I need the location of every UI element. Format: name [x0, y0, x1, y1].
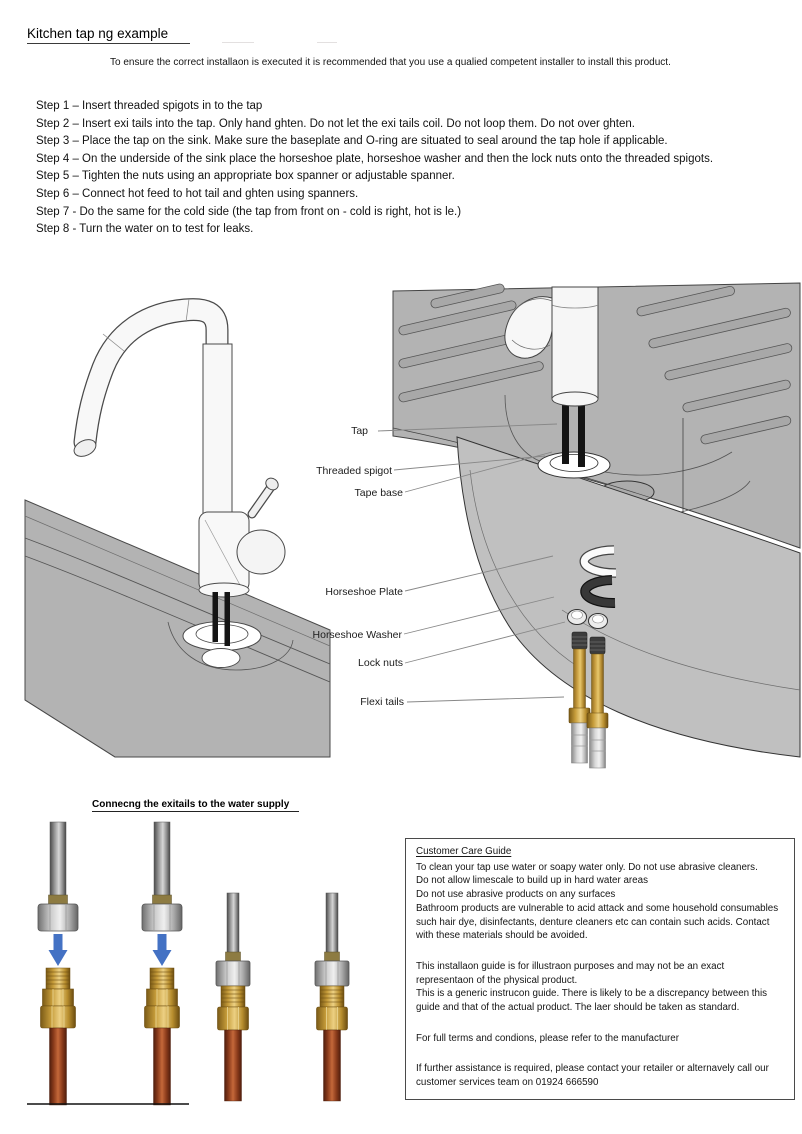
horseshoe-plate [580, 546, 617, 577]
label-flexi-tails: Flexi tails [360, 696, 404, 708]
lock-nuts [567, 609, 608, 629]
installation-steps: Step 1 – Insert threaded spigots in to t… [36, 98, 713, 239]
underside-exploded-illustration [392, 282, 801, 769]
flexi-tail-cold [586, 636, 609, 769]
label-threaded-spigot: Threaded spigot [316, 465, 392, 477]
label-horseshoe-washer: Horseshoe Washer [312, 629, 402, 641]
tap-hole-recess [167, 621, 294, 671]
tape-base-ring [537, 451, 611, 479]
threaded-spigot-right [224, 592, 230, 646]
care-guide-paragraph: This installaon guide is for illustraon … [416, 960, 725, 986]
step-3: Step 3 – Place the tap on the sink. Make… [36, 135, 668, 148]
connection-section-heading: Connecng the exitails to the water suppl… [92, 799, 300, 812]
step-4: Step 4 – On the underside of the sink pl… [36, 152, 714, 165]
label-horseshoe-plate: Horseshoe Plate [325, 586, 403, 598]
sink-underside [456, 436, 801, 758]
step-1: Step 1 – Insert threaded spigots in to t… [36, 100, 263, 112]
spout-tip [73, 439, 97, 457]
tap-lever [248, 483, 275, 518]
gooseneck-spout [74, 299, 228, 453]
pipe-connection-after-1 [215, 892, 251, 1102]
care-guide-heading: Customer Care Guide [416, 846, 512, 857]
tap-column [202, 343, 233, 517]
tap-hole [201, 648, 241, 668]
page-title: Kitchen tap ng example [27, 26, 191, 44]
sink-deck [24, 499, 331, 758]
care-guide-paragraph: To clean your tap use water or soapy wat… [416, 861, 758, 873]
care-guide-paragraph: Do not use abrasive products on any surf… [416, 889, 616, 901]
pipe-connection-before-2 [141, 821, 183, 1106]
horseshoe-washer [581, 576, 616, 607]
label-tap: Tap [351, 425, 368, 437]
second-tap-hole [599, 480, 655, 504]
flexi-tail-hot [568, 631, 591, 764]
lever-knob [265, 477, 279, 491]
threaded-spigot-left [212, 592, 218, 642]
customer-care-guide-box: Customer Care Guide To clean your tap us… [405, 838, 795, 1100]
label-leader-lines [377, 423, 566, 703]
horseshoe-washer-outline [580, 575, 616, 609]
horseshoe-plate-outline [579, 545, 617, 578]
care-guide-paragraph: For full terms and condions, please refe… [416, 1032, 680, 1044]
faint-underline-mark [222, 42, 254, 43]
care-guide-paragraph: Bathroom products are vulnerable to acid… [416, 902, 779, 942]
threaded-spigot-left [562, 402, 569, 464]
label-tape-base: Tape base [354, 487, 403, 499]
drainer-grooves [398, 283, 793, 445]
pipe-connection-illustrations [27, 821, 350, 1106]
drainer-deck [392, 282, 801, 549]
care-guide-paragraph: Do not allow limescale to build up in ha… [416, 875, 648, 887]
tap-on-sink-illustration [24, 298, 331, 758]
tap-cylinder [551, 286, 599, 400]
label-lock-nuts: Lock nuts [358, 657, 403, 669]
threaded-spigot-right [578, 405, 585, 467]
base-washer [182, 621, 262, 651]
intro-text: To ensure the correct installaon is exec… [110, 57, 671, 68]
step-7: Step 7 - Do the same for the cold side (… [36, 205, 462, 218]
mixer-cap [236, 529, 286, 575]
care-guide-paragraph: If further assistance is required, pleas… [416, 1063, 769, 1089]
pipe-connection-after-2 [314, 892, 350, 1102]
tap-body [198, 511, 250, 593]
step-6: Step 6 – Connect hot feed to hot tail an… [36, 187, 359, 200]
spout-outline [73, 298, 229, 454]
step-2: Step 2 – Insert exi tails into the tap. … [36, 117, 635, 130]
pipe-connection-before-1 [37, 821, 79, 1106]
care-guide-paragraph: This is a generic instrucon guide. There… [416, 988, 768, 1014]
step-5: Step 5 – Tighten the nuts using an appro… [36, 170, 455, 183]
step-8: Step 8 - Turn the water on to test for l… [36, 223, 254, 236]
faint-underline-mark [317, 42, 337, 43]
tap-handle [504, 296, 553, 359]
